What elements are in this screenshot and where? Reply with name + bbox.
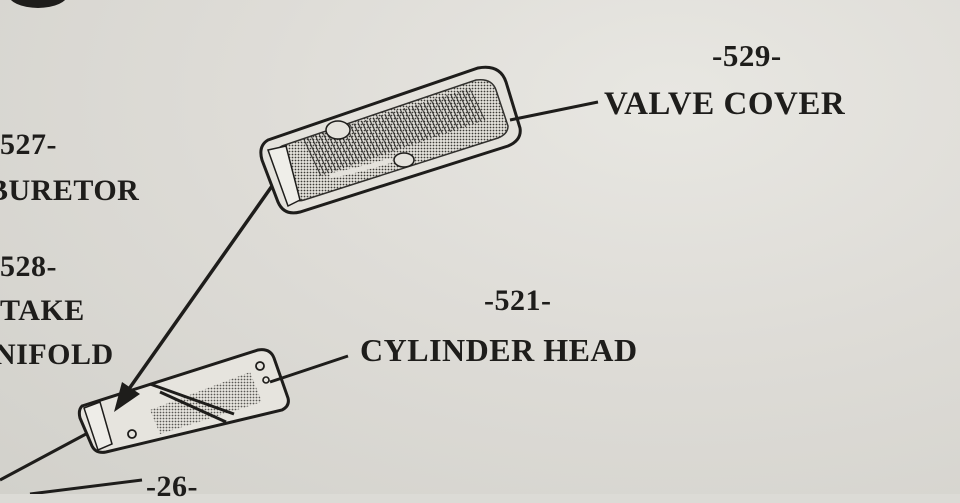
leader-part-26 [29, 478, 143, 494]
part-528-name-line1: TAKE [0, 294, 85, 327]
cylinder-head-drawing [77, 348, 290, 454]
part-521-name: CYLINDER HEAD [360, 332, 638, 368]
part-528-number: 528- [0, 250, 57, 283]
part-26-number: -26- [146, 470, 198, 503]
part-528-name-line2: NIFOLD [0, 338, 114, 371]
assembly-arrow [114, 184, 274, 412]
valve-cover-drawing [259, 65, 522, 215]
leader-left [0, 432, 87, 482]
leader-valve-cover [509, 100, 599, 122]
part-527-name: BURETOR [0, 174, 140, 207]
part-529-number: -529- [712, 38, 782, 73]
part-527-number: 527- [0, 128, 57, 161]
crop-blob [10, 0, 66, 8]
leader-cylinder-head [269, 354, 349, 384]
part-529-name: VALVE COVER [604, 86, 846, 122]
part-521-number: -521- [484, 284, 552, 317]
